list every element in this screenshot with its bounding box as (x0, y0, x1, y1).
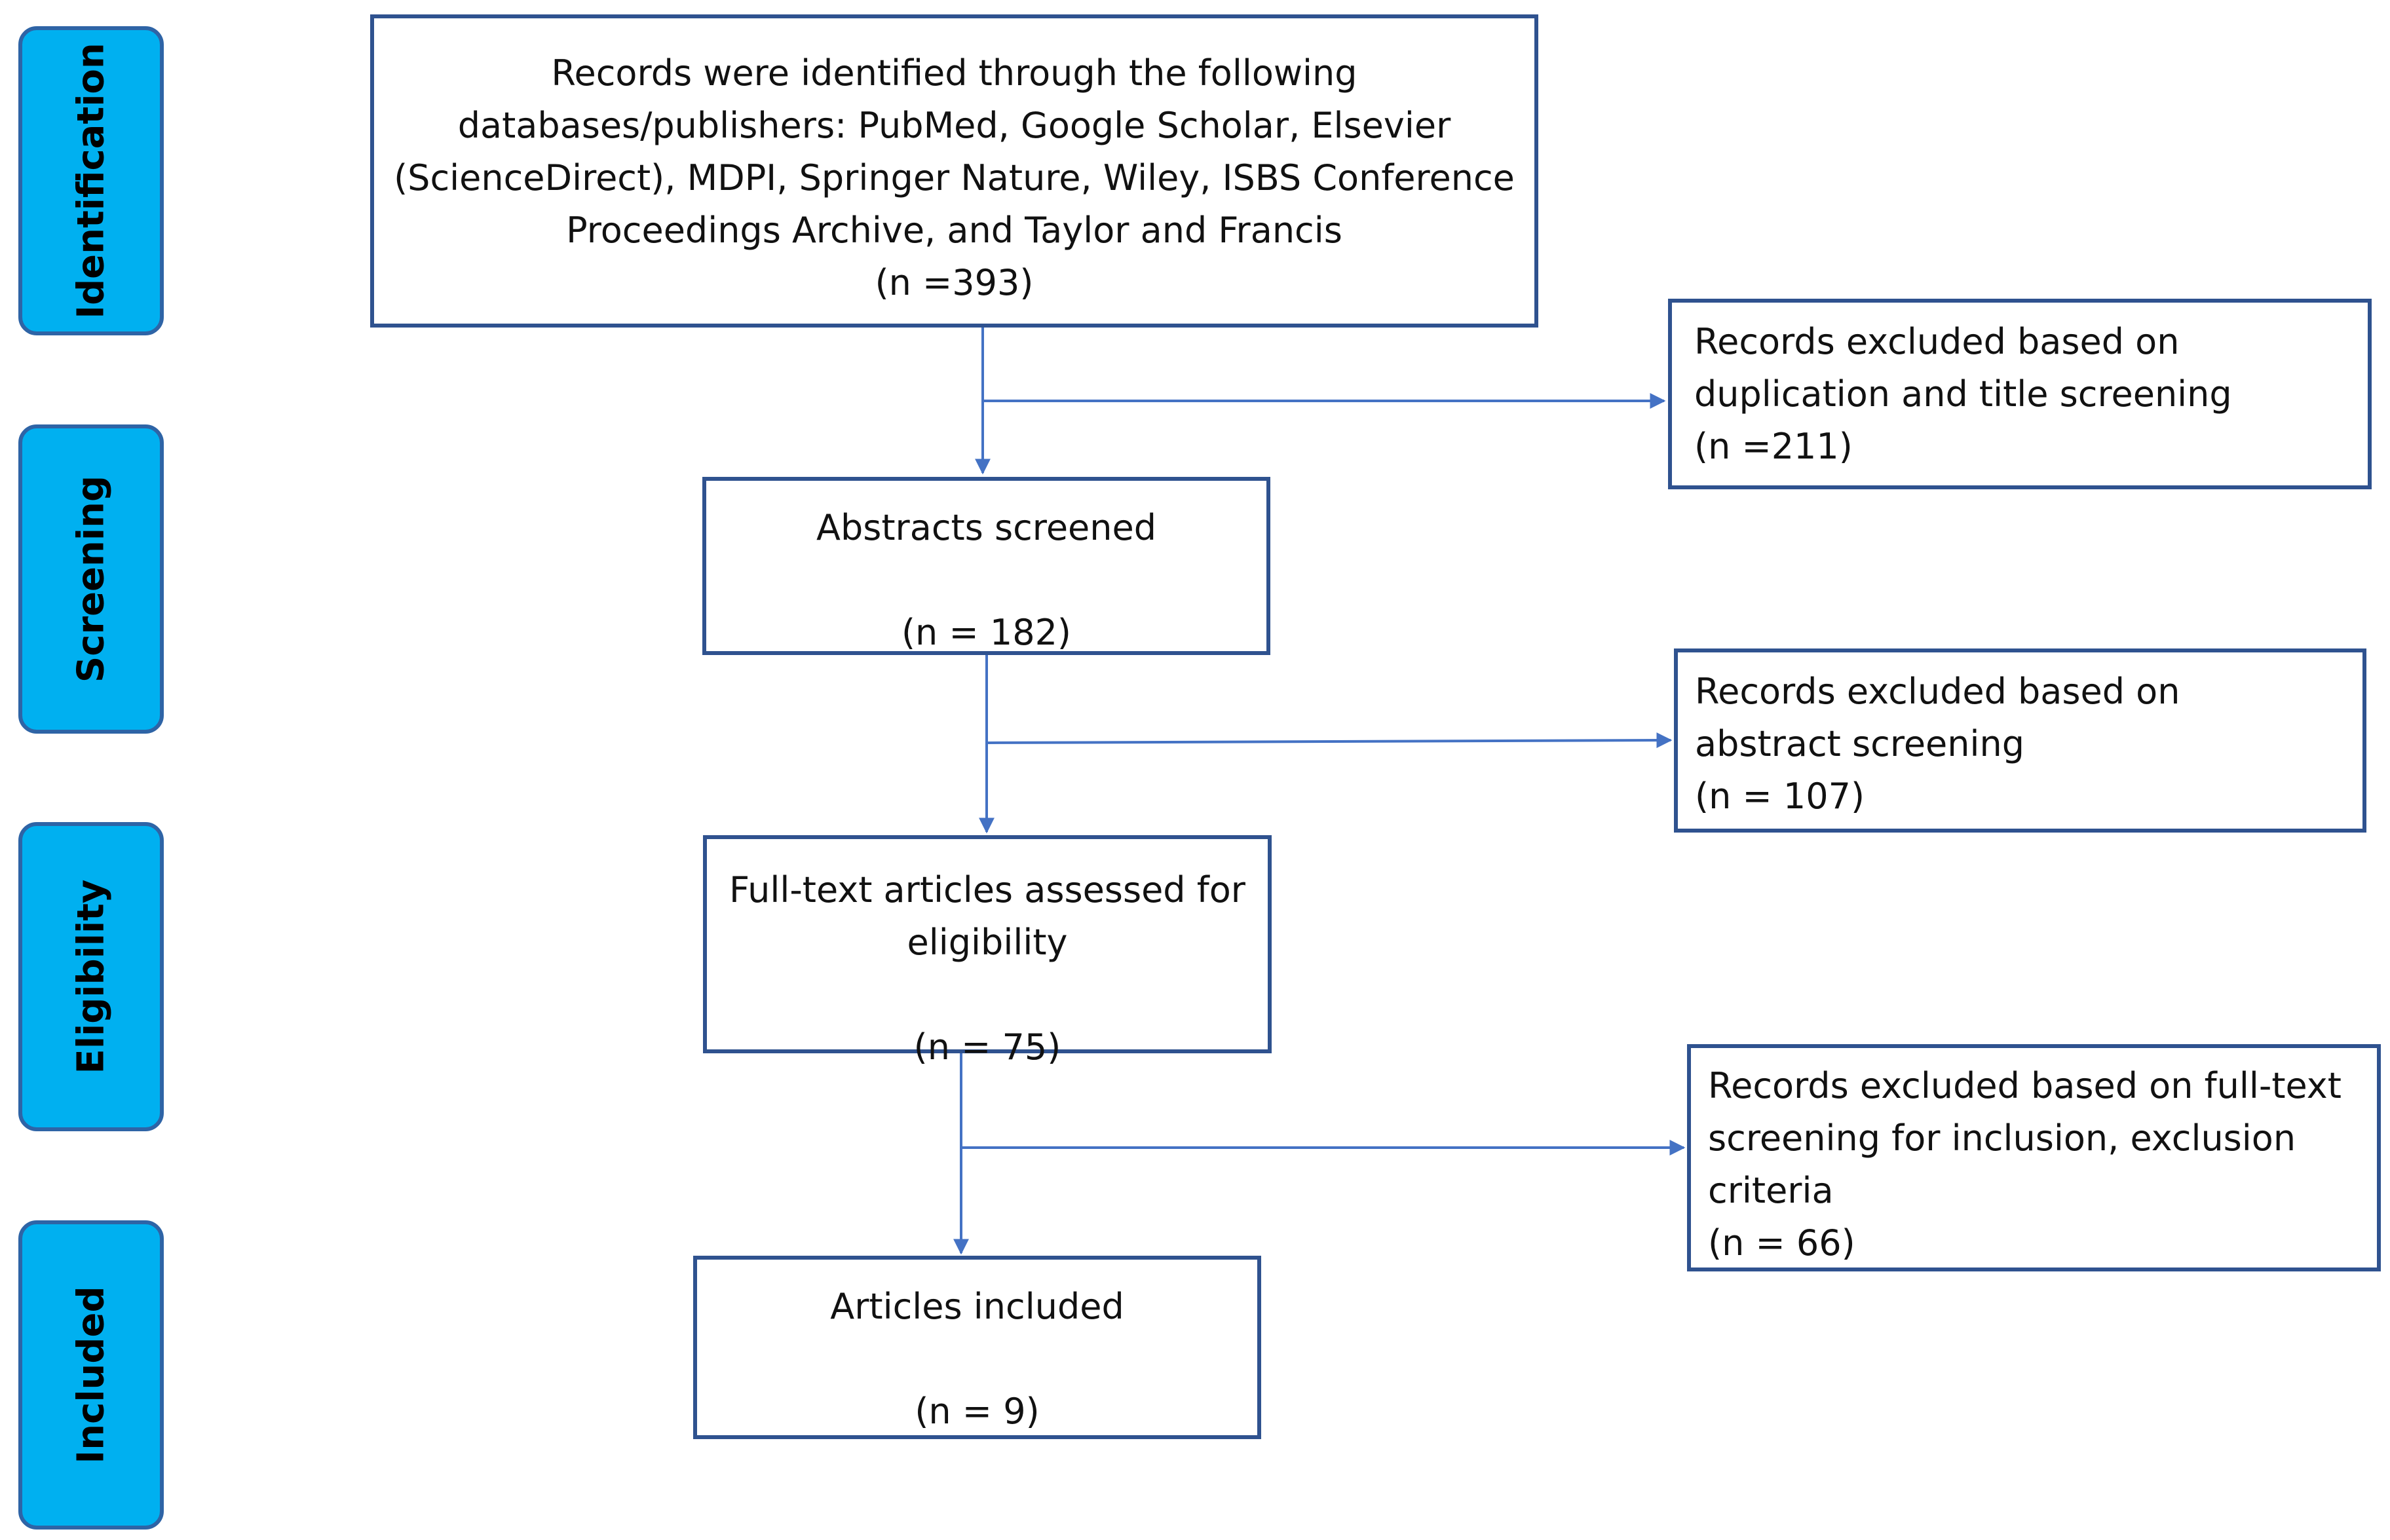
abstracts-screened-title: Abstracts screened (816, 507, 1156, 548)
excluded-fulltext-line-2: screening for inclusion, exclusion (1708, 1117, 2296, 1159)
excluded-abstract-count: (n = 107) (1695, 776, 1865, 817)
excluded-fulltext-count: (n = 66) (1708, 1222, 1855, 1264)
spacer (697, 1333, 1257, 1385)
records-identified-count: (n =393) (875, 262, 1034, 303)
excluded-duplication-line-1: Records excluded based on (1694, 321, 2180, 362)
phase-screening-label: Screening (69, 475, 113, 683)
records-identified-line-4: Proceedings Archive, and Taylor and Fran… (566, 210, 1342, 251)
arrow-screened-to-excluded-abstract (986, 732, 1673, 749)
phase-identification-label: Identification (69, 43, 113, 319)
spacer (707, 969, 1268, 1021)
abstracts-screened-count: (n = 182) (901, 612, 1071, 653)
records-identified-line-2: databases/publishers: PubMed, Google Sch… (457, 105, 1451, 146)
box-excluded-abstract: Records excluded based on abstract scree… (1674, 648, 2366, 833)
phase-included-label: Included (69, 1286, 113, 1464)
box-excluded-duplication: Records excluded based on duplication an… (1668, 299, 2372, 489)
phase-eligibility: Eligibility (18, 822, 164, 1131)
excluded-duplication-count: (n =211) (1694, 426, 1853, 467)
records-identified-line-1: Records were identified through the foll… (551, 52, 1357, 94)
articles-included-count: (n = 9) (915, 1391, 1040, 1432)
box-articles-included: Articles included (n = 9) (693, 1256, 1261, 1439)
excluded-fulltext-line-1: Records excluded based on full-text (1708, 1065, 2342, 1106)
phase-included: Included (18, 1220, 164, 1530)
box-records-identified: Records were identified through the foll… (370, 14, 1538, 328)
phase-identification: Identification (18, 26, 164, 335)
box-excluded-fulltext: Records excluded based on full-text scre… (1687, 1044, 2381, 1271)
box-abstracts-screened: Abstracts screened (n = 182) (702, 477, 1270, 655)
fulltext-assessed-count: (n = 75) (913, 1026, 1061, 1068)
records-identified-line-3: (ScienceDirect), MDPI, Springer Nature, … (394, 157, 1515, 198)
phase-screening: Screening (18, 424, 164, 734)
phase-eligibility-label: Eligibility (69, 879, 113, 1074)
excluded-abstract-line-1: Records excluded based on (1695, 671, 2180, 712)
excluded-fulltext-line-3: criteria (1708, 1170, 1834, 1211)
spacer (706, 554, 1266, 607)
fulltext-assessed-line-1: Full-text articles assessed for (729, 869, 1245, 911)
box-fulltext-assessed: Full-text articles assessed for eligibil… (703, 835, 1272, 1068)
articles-included-title: Articles included (830, 1286, 1124, 1327)
excluded-abstract-line-2: abstract screening (1695, 723, 2025, 764)
fulltext-assessed-line-2: eligibility (907, 922, 1068, 963)
excluded-duplication-line-2: duplication and title screening (1694, 373, 2232, 415)
